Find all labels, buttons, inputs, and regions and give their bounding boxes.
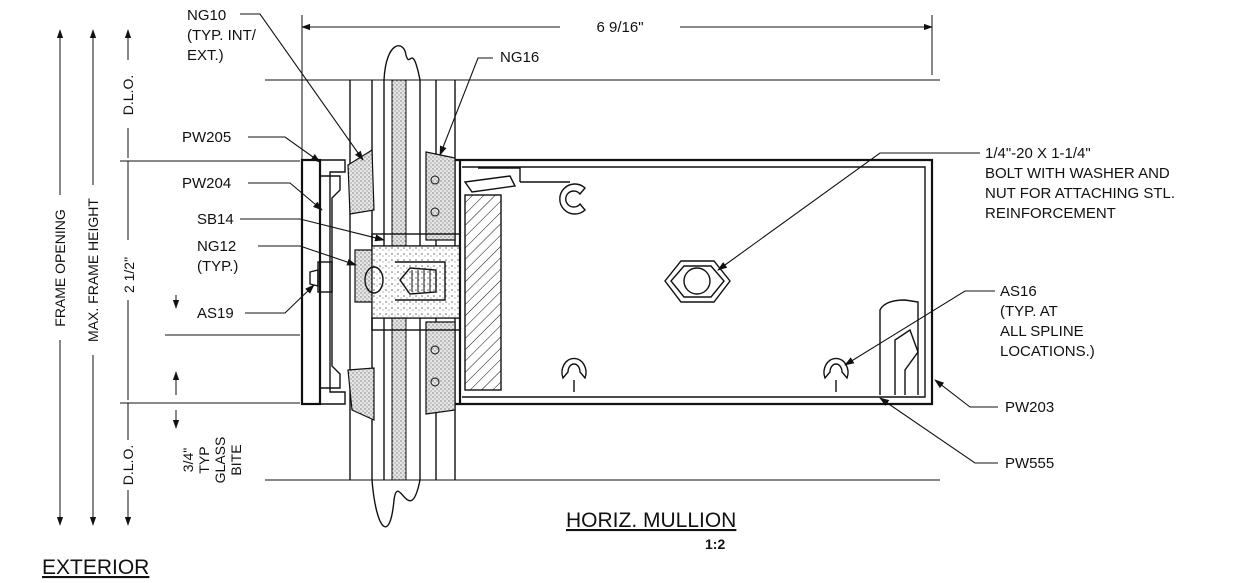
dlo-bottom-label: D.L.O. xyxy=(120,445,136,485)
callout-bolt-line-2: BOLT WITH WASHER AND xyxy=(985,165,1170,182)
callout-as16-line-2: (TYP. AT xyxy=(1000,303,1058,320)
callout-bolt-line-1: 1/4"-20 X 1-1/4" xyxy=(985,145,1091,162)
spline-bottom-left xyxy=(561,357,587,380)
callout-pw205: PW205 xyxy=(182,129,321,163)
callout-ng12-line-1: NG12 xyxy=(197,238,236,255)
callout-as16-line-4: LOCATIONS.) xyxy=(1000,343,1095,360)
callout-ng10-line-3: EXT.) xyxy=(187,47,224,64)
callout-bolt: 1/4"-20 X 1-1/4" BOLT WITH WASHER AND NU… xyxy=(717,145,1175,271)
gasket-ng10-top xyxy=(347,148,375,215)
gasket-ng12 xyxy=(354,249,373,303)
glass-bite-line-2: TYP xyxy=(196,446,212,473)
glass-bite-line-4: BITE xyxy=(228,444,244,475)
gasket-ng16-top xyxy=(425,151,456,241)
dlo-mullion-dimension: D.L.O. 2 1/2" D.L.O. xyxy=(120,29,137,526)
exterior-cover xyxy=(300,158,346,406)
mullion-height-label: 2 1/2" xyxy=(121,257,137,293)
callout-ng12: NG12 (TYP.) xyxy=(197,238,357,275)
callout-pw204: PW204 xyxy=(182,175,323,211)
frame-opening-dimension: FRAME OPENING xyxy=(52,29,68,526)
callout-ng10-line-1: NG10 xyxy=(187,7,226,24)
glass-bite-line-1: 3/4" xyxy=(180,448,196,472)
callout-sb14-line-1: SB14 xyxy=(197,211,234,228)
spline-top xyxy=(559,183,586,215)
detail-title: HORIZ. MULLION xyxy=(566,509,736,532)
callout-pw203: PW203 xyxy=(934,379,1054,416)
overall-width-label: 6 9/16" xyxy=(596,19,643,36)
callout-as19: AS19 xyxy=(172,284,315,322)
dlo-top-label: D.L.O. xyxy=(120,75,136,115)
reinforcement-bolt xyxy=(664,260,731,303)
spline-bottom-right xyxy=(823,357,849,380)
callout-bolt-line-3: NUT FOR ATTACHING STL. xyxy=(985,185,1175,202)
max-frame-height-label: MAX. FRAME HEIGHT xyxy=(85,198,101,342)
callout-as16-line-3: ALL SPLINE xyxy=(1000,323,1084,340)
callout-pw205-line-1: PW205 xyxy=(182,129,231,146)
callout-pw555: PW555 xyxy=(879,397,1054,472)
callout-pw204-line-1: PW204 xyxy=(182,175,231,192)
gasket-ng16-bottom xyxy=(425,321,456,415)
callout-pw203-line-1: PW203 xyxy=(1005,399,1054,416)
glass-bite-dimension: 3/4" TYP GLASS BITE xyxy=(165,334,300,484)
callout-as16: AS16 (TYP. AT ALL SPLINE LOCATIONS.) xyxy=(844,283,1095,366)
callout-ng10: NG10 (TYP. INT/ EXT.) xyxy=(187,7,364,161)
mullion-tube xyxy=(455,158,934,406)
gaskets xyxy=(347,148,456,421)
exterior-label: EXTERIOR xyxy=(42,556,149,579)
thermal-spacer xyxy=(364,233,461,331)
callout-ng16-line-1: NG16 xyxy=(500,49,539,66)
callout-as16-line-1: AS16 xyxy=(1000,283,1037,300)
frame-opening-label: FRAME OPENING xyxy=(52,209,68,326)
callout-bolt-line-4: REINFORCEMENT xyxy=(985,205,1116,222)
callout-ng12-line-2: (TYP.) xyxy=(197,258,238,275)
callout-sb14: SB14 xyxy=(197,211,385,242)
glass-bite-line-3: GLASS xyxy=(212,437,228,484)
callout-ng10-line-2: (TYP. INT/ xyxy=(187,27,257,44)
detail-scale: 1:2 xyxy=(705,536,725,552)
gasket-ng10-bottom xyxy=(347,367,375,421)
callout-as19-line-1: AS19 xyxy=(197,305,234,322)
extension-lines xyxy=(120,79,940,481)
max-frame-height-dimension: MAX. FRAME HEIGHT xyxy=(85,29,101,526)
callout-pw555-line-1: PW555 xyxy=(1005,455,1054,472)
overall-width-dimension: 6 9/16" xyxy=(301,15,933,160)
callout-ng16: NG16 xyxy=(439,49,539,156)
